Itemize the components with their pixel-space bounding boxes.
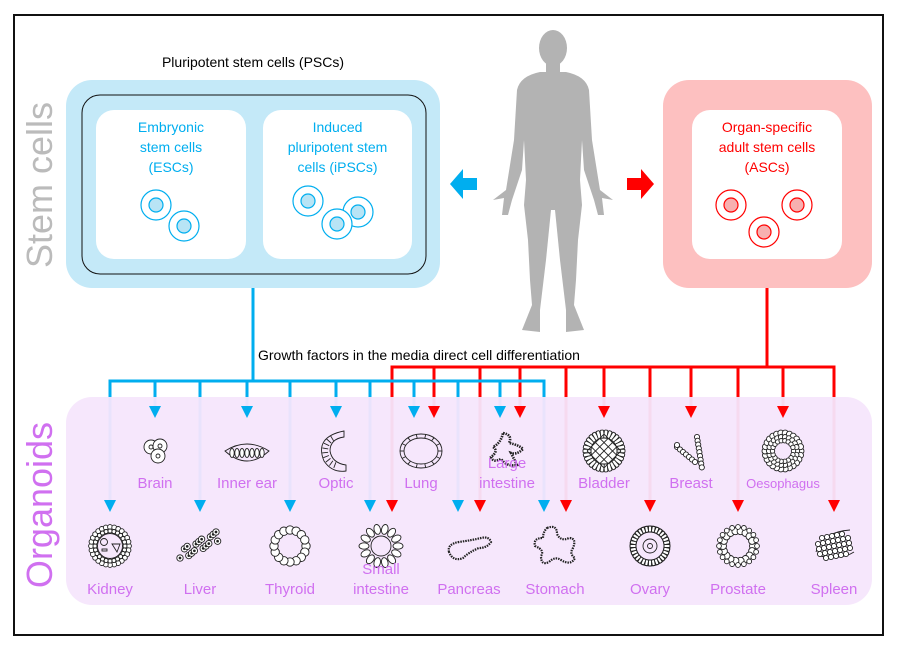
organoid-label-large-intestine: Large intestine [479,455,535,492]
arrowhead-icon [408,406,420,418]
stem-cells-side-label: Stem cells [19,101,60,269]
arrowhead-icon [452,500,464,512]
organoid-label-small-intestine: Small intestine [353,561,409,598]
breast-organoid-icon [673,433,705,471]
arrowhead-icon [538,500,550,512]
left-arrow-icon [450,169,477,199]
inner-ear-organoid-icon [224,443,270,462]
arrowhead-icon [284,500,296,512]
organoid-label-spleen: Spleen [810,581,858,598]
organoid-region [66,397,872,605]
arrowhead-icon [494,406,506,418]
pancreas-organoid-icon [447,536,493,561]
ovary-organoid-icon [629,525,671,567]
organoid-label-bladder: Bladder [578,475,630,492]
brain-organoid-icon [143,438,168,464]
arrowhead-icon [598,406,610,418]
arrowhead-icon [685,406,697,418]
spleen-organoid-icon [814,529,855,562]
arrowhead-icon [428,406,440,418]
small-intestine-organoid-icon [358,524,404,568]
arrowhead-icon [104,500,116,512]
kidney-organoid-icon [88,524,132,568]
ipsc-label: Induced pluripotent stem cells (iPSCs) [287,119,388,175]
arrowhead-icon [828,500,840,512]
arrowhead-icon [149,406,161,418]
organoid-label-kidney: Kidney [87,581,133,598]
asc-cells-icon [715,189,813,248]
organoid-label-lung: Lung [404,475,438,492]
stomach-organoid-icon [533,525,577,565]
arrowhead-icon [732,500,744,512]
organoid-label-breast: Breast [669,475,713,492]
arrowhead-icon [777,406,789,418]
arrowhead-icon [330,406,342,418]
arrowhead-icon [560,500,572,512]
psc-title: Pluripotent stem cells (PSCs) [161,54,345,70]
thyroid-organoid-icon [269,525,311,567]
organoid-label-thyroid: Thyroid [264,581,316,598]
optic-organoid-icon [321,430,347,472]
ipsc-box [263,110,412,259]
arrowhead-icon [514,406,526,418]
arrowhead-icon [386,500,398,512]
esc-label: Embryonic stem cells (ESCs) [137,119,205,175]
organoid-label-prostate: Prostate [710,581,766,598]
ipsc-cells-icon [292,185,374,240]
arrowhead-icon [644,500,656,512]
organoids-side-label: Organoids [19,421,60,589]
organoid-label-pancreas: Pancreas [437,581,501,598]
esc-cells-icon [140,189,200,242]
lung-organoid-icon [399,433,443,469]
oesophagus-organoid-icon [761,429,805,473]
asc-label: Organ-specific adult stem cells (ASCs) [718,119,816,175]
asc-box [692,110,842,259]
organoid-label-liver: Liver [183,581,217,598]
organoid-label-inner-ear: Inner ear [216,475,278,492]
human-body-silhouette-icon [493,30,613,332]
arrowhead-icon [474,500,486,512]
organoid-label-oesophagus: Oesophagus [746,476,820,491]
right-arrow-icon [627,169,654,199]
liver-organoid-icon [176,528,222,562]
arrowheads [104,406,840,512]
bladder-organoid-icon [582,429,626,473]
organoid-icons [88,429,855,568]
prostate-organoid-icon [716,524,760,568]
growth-factors-caption: Growth factors in the media direct cell … [258,347,580,363]
organoid-label-optic: Optic [318,475,354,492]
arrowhead-icon [364,500,376,512]
organoid-label-brain: Brain [137,475,173,492]
esc-box [96,110,246,259]
arrowhead-icon [241,406,253,418]
large-intestine-organoid-icon [489,431,525,467]
arrowhead-icon [194,500,206,512]
organoid-label-ovary: Ovary [629,581,670,598]
organoid-label-stomach: Stomach [525,581,585,598]
psc-outline [81,94,427,275]
figure-frame [13,14,884,636]
